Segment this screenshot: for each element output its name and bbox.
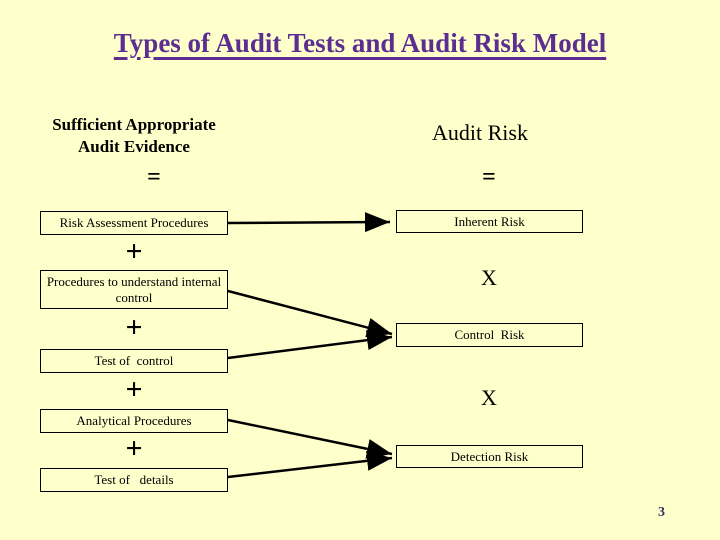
plus-sign-1: + (125, 235, 143, 268)
right-column-header: Audit Risk (432, 120, 528, 145)
right-equals-sign: = (482, 164, 496, 190)
plus-sign-3: + (125, 373, 143, 406)
connector-line-understand-control-to-control-risk (227, 289, 393, 338)
flow-box-control-risk: Control Risk (396, 323, 583, 347)
connector-line-test-of-details-to-detection-risk (227, 450, 393, 479)
flow-box-test-of-control: Test of control (40, 349, 228, 373)
page-number: 3 (658, 505, 665, 520)
flow-box-analytical-procedures: Analytical Procedures (40, 409, 228, 433)
flow-box-label: Control Risk (454, 327, 525, 342)
flow-box-detection-risk: Detection Risk (396, 445, 583, 468)
plus-sign-4: + (125, 432, 143, 465)
plus-sign-2: + (125, 311, 143, 344)
flow-box-label: Inherent Risk (454, 213, 525, 229)
left-header-line2: Audit Evidence (78, 137, 190, 156)
flow-box-label: Test of control (94, 353, 174, 368)
flow-box-label: Procedures to understand internal contro… (46, 273, 225, 305)
connector-line-risk-assessment-to-inherent (227, 212, 391, 233)
slide-title: Types of Audit Tests and Audit Risk Mode… (113, 28, 607, 58)
multiply-sign-1: X (481, 265, 497, 290)
connector-line-analytical-to-detection-risk (227, 418, 393, 459)
left-equals-sign: = (147, 164, 161, 190)
flow-box-label: Detection Risk (450, 448, 529, 464)
flow-box-procedures-to-understand-internal-control: Procedures to understand internal contro… (40, 270, 228, 309)
flow-box-test-of-details: Test of details (40, 468, 228, 492)
multiply-sign-2: X (481, 385, 497, 410)
connector-line-test-of-control-to-control-risk (227, 330, 393, 360)
flow-box-label: Test of details (94, 472, 174, 487)
flow-box-label: Analytical Procedures (76, 413, 192, 428)
flow-box-inherent-risk: Inherent Risk (396, 210, 583, 233)
left-header-line1: Sufficient Appropriate (52, 115, 216, 134)
left-column-header: Sufficient Appropriate Audit Evidence (40, 114, 228, 158)
flow-box-label: Risk Assessment Procedures (59, 215, 209, 230)
flow-box-risk-assessment-procedures: Risk Assessment Procedures (40, 211, 228, 235)
